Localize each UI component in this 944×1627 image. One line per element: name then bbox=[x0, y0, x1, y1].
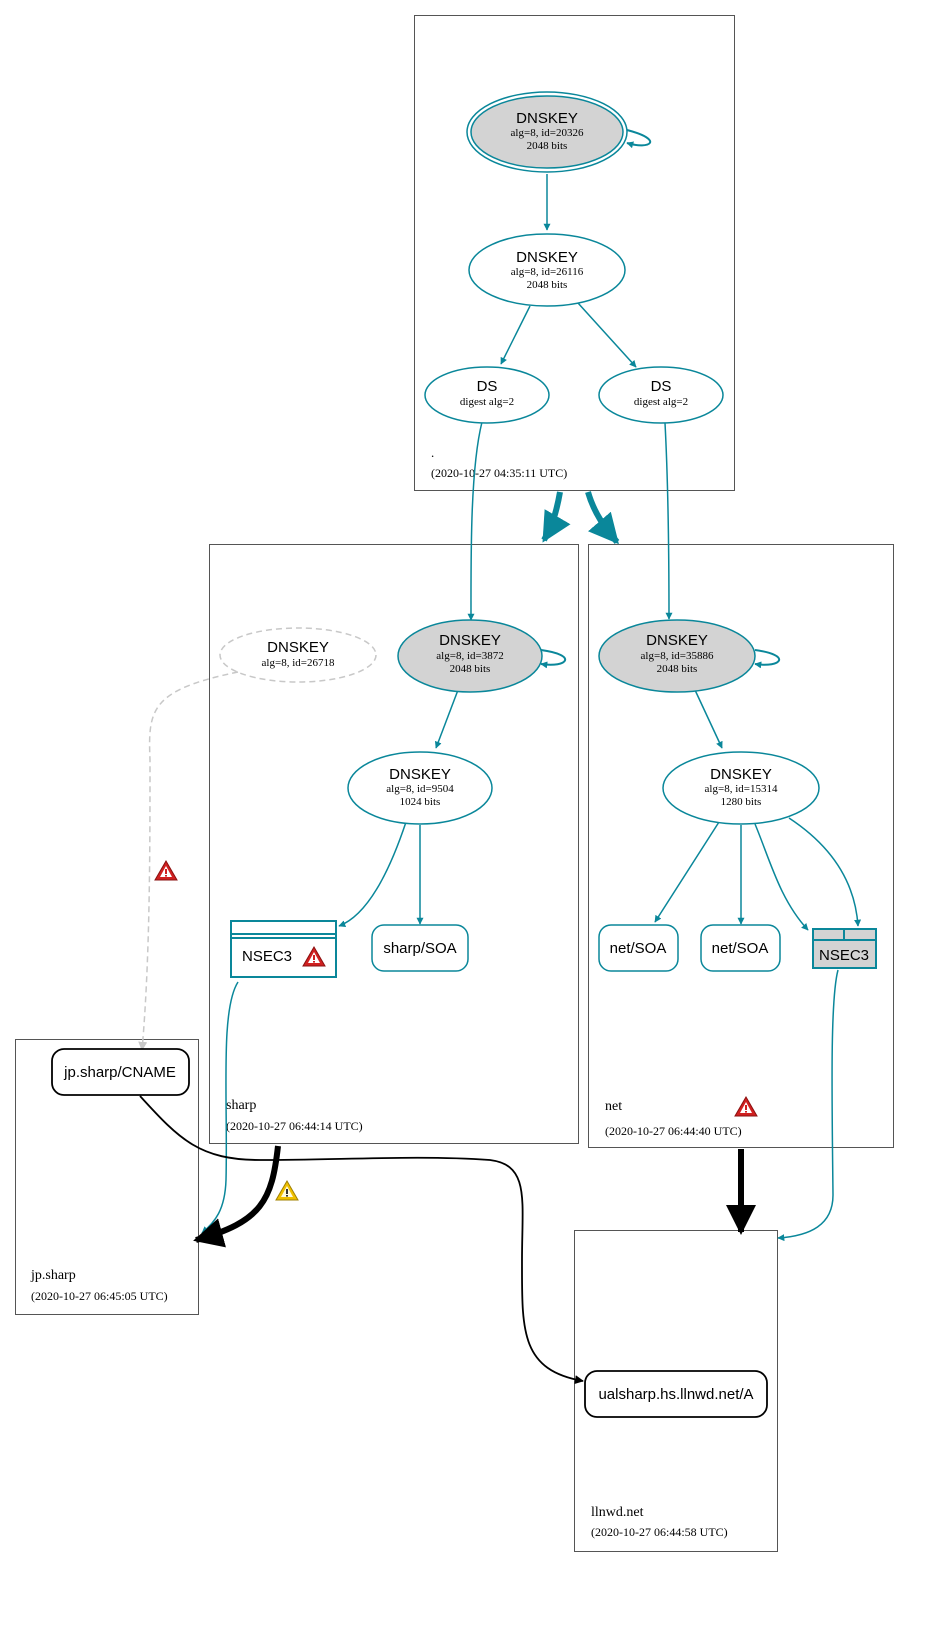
node-net-zsk[interactable]: DNSKEY alg=8, id=15314 1280 bits bbox=[662, 751, 820, 825]
node-net-ksk[interactable]: DNSKEY alg=8, id=35886 2048 bits bbox=[598, 619, 756, 693]
zone-sharp-timestamp: (2020-10-27 06:44:14 UTC) bbox=[226, 1119, 363, 1133]
node-sharp-ksk-title: DNSKEY bbox=[439, 632, 501, 649]
edge-ds-sharp-ksk bbox=[467, 421, 483, 621]
zone-llnwd: llnwd.net (2020-10-27 06:44:58 UTC) bbox=[574, 1230, 778, 1552]
node-net-soa2-title: net/SOA bbox=[712, 940, 769, 957]
edge-missing-dnskey bbox=[138, 671, 239, 1051]
node-net-zsk-line1: alg=8, id=15314 bbox=[705, 783, 778, 795]
node-ds-sharp[interactable]: DS digest alg=2 bbox=[424, 366, 550, 424]
node-net-ksk-title: DNSKEY bbox=[646, 632, 708, 649]
node-net-nsec3[interactable]: NSEC3 bbox=[812, 928, 877, 969]
node-sharp-soa[interactable]: sharp/SOA bbox=[371, 924, 469, 972]
edge-root-zsk-ds-net bbox=[577, 302, 637, 368]
edge-net-zsk-nsec3-a bbox=[754, 823, 809, 931]
zone-net-name: net bbox=[605, 1099, 622, 1114]
node-ds-sharp-title: DS bbox=[477, 378, 498, 395]
warning-icon bbox=[275, 1180, 299, 1201]
edge-sharp-ksk-zsk bbox=[434, 689, 459, 749]
node-net-soa-1[interactable]: net/SOA bbox=[598, 924, 679, 972]
zone-net-timestamp: (2020-10-27 06:44:40 UTC) bbox=[605, 1124, 742, 1138]
node-ds-net-title: DS bbox=[651, 378, 672, 395]
node-ual-a[interactable]: ualsharp.hs.llnwd.net/A bbox=[584, 1370, 768, 1418]
node-net-soa1-title: net/SOA bbox=[610, 940, 667, 957]
node-ual-a-title: ualsharp.hs.llnwd.net/A bbox=[598, 1386, 753, 1403]
node-root-ksk-line1: alg=8, id=20326 bbox=[511, 127, 584, 139]
node-sharp-ksk-line2: 2048 bits bbox=[450, 663, 491, 675]
node-sharp-missing-title: DNSKEY bbox=[267, 639, 329, 656]
node-net-ksk-line1: alg=8, id=35886 bbox=[641, 650, 714, 662]
node-root-ksk[interactable]: DNSKEY alg=8, id=20326 2048 bits bbox=[466, 91, 628, 173]
node-sharp-ksk[interactable]: DNSKEY alg=8, id=3872 2048 bits bbox=[397, 619, 543, 693]
edge-delegation-root-sharp bbox=[541, 491, 571, 543]
node-root-ksk-title: DNSKEY bbox=[516, 110, 578, 127]
zone-root-timestamp: (2020-10-27 04:35:11 UTC) bbox=[431, 466, 567, 480]
zone-jpsharp-timestamp: (2020-10-27 06:45:05 UTC) bbox=[31, 1289, 168, 1303]
zone-jpsharp: jp.sharp (2020-10-27 06:45:05 UTC) bbox=[15, 1039, 199, 1315]
zone-llnwd-name: llnwd.net bbox=[591, 1505, 644, 1520]
node-ds-net[interactable]: DS digest alg=2 bbox=[598, 366, 724, 424]
edges bbox=[138, 129, 862, 1385]
node-ds-net-line1: digest alg=2 bbox=[634, 396, 688, 408]
edge-root-zsk-ds-sharp bbox=[500, 305, 531, 365]
edge-net-ksk-self bbox=[754, 649, 780, 669]
edge-sharp-ksk-self bbox=[540, 649, 566, 669]
node-sharp-nsec3-title: NSEC3 bbox=[242, 948, 292, 965]
zone-jpsharp-name: jp.sharp bbox=[30, 1268, 76, 1283]
node-root-zsk-line2: 2048 bits bbox=[527, 279, 568, 291]
node-net-zsk-title: DNSKEY bbox=[710, 766, 772, 783]
node-sharp-zsk-line2: 1024 bits bbox=[400, 796, 441, 808]
edge-net-ksk-zsk bbox=[694, 689, 723, 749]
zone-sharp: sharp (2020-10-27 06:44:14 UTC) bbox=[209, 544, 579, 1144]
node-jp-cname-title: jp.sharp/CNAME bbox=[63, 1064, 176, 1081]
error-icon bbox=[154, 860, 178, 881]
zone-llnwd-timestamp: (2020-10-27 06:44:58 UTC) bbox=[591, 1525, 728, 1539]
node-ds-sharp-line1: digest alg=2 bbox=[460, 396, 514, 408]
node-sharp-nsec3[interactable]: NSEC3 bbox=[230, 920, 337, 978]
node-sharp-zsk-line1: alg=8, id=9504 bbox=[386, 783, 454, 795]
zone-net: net (2020-10-27 06:44:40 UTC) bbox=[588, 544, 894, 1148]
edge-net-zsk-soa1 bbox=[654, 821, 720, 923]
node-sharp-missing-line1: alg=8, id=26718 bbox=[262, 657, 335, 669]
zone-root-name: . bbox=[431, 445, 434, 460]
edge-sharp-zsk-nsec3 bbox=[338, 821, 407, 928]
node-root-zsk-line1: alg=8, id=26116 bbox=[511, 266, 584, 278]
zone-root: . (2020-10-27 04:35:11 UTC) bbox=[414, 15, 735, 491]
edge-delegation-sharp-jpsharp bbox=[193, 1145, 281, 1248]
node-sharp-zsk-title: DNSKEY bbox=[389, 766, 451, 783]
edge-ds-net-ksk bbox=[664, 422, 673, 620]
error-icon bbox=[734, 1096, 758, 1117]
node-net-zsk-line2: 1280 bits bbox=[721, 796, 762, 808]
edge-net-zsk-nsec3-b bbox=[788, 817, 862, 927]
zone-sharp-name: sharp bbox=[226, 1098, 256, 1113]
node-net-soa-2[interactable]: net/SOA bbox=[700, 924, 781, 972]
node-net-ksk-line2: 2048 bits bbox=[657, 663, 698, 675]
node-root-zsk[interactable]: DNSKEY alg=8, id=26116 2048 bits bbox=[468, 233, 626, 307]
node-sharp-soa-title: sharp/SOA bbox=[383, 940, 456, 957]
edge-root-ksk-self bbox=[626, 129, 652, 149]
node-sharp-missing-dnskey[interactable]: DNSKEY alg=8, id=26718 bbox=[219, 627, 377, 683]
edge-cname-a bbox=[139, 1095, 584, 1385]
node-root-ksk-line2: 2048 bits bbox=[527, 140, 568, 152]
node-root-zsk-title: DNSKEY bbox=[516, 249, 578, 266]
node-net-nsec3-title: NSEC3 bbox=[819, 947, 869, 964]
edge-net-nsec3-llnwd bbox=[777, 969, 839, 1242]
node-sharp-zsk[interactable]: DNSKEY alg=8, id=9504 1024 bits bbox=[347, 751, 493, 825]
node-jp-cname[interactable]: jp.sharp/CNAME bbox=[51, 1048, 190, 1096]
edge-sharp-nsec3-jpsharp bbox=[201, 981, 239, 1234]
node-sharp-ksk-line1: alg=8, id=3872 bbox=[436, 650, 503, 662]
edge-delegation-root-net bbox=[585, 491, 620, 545]
